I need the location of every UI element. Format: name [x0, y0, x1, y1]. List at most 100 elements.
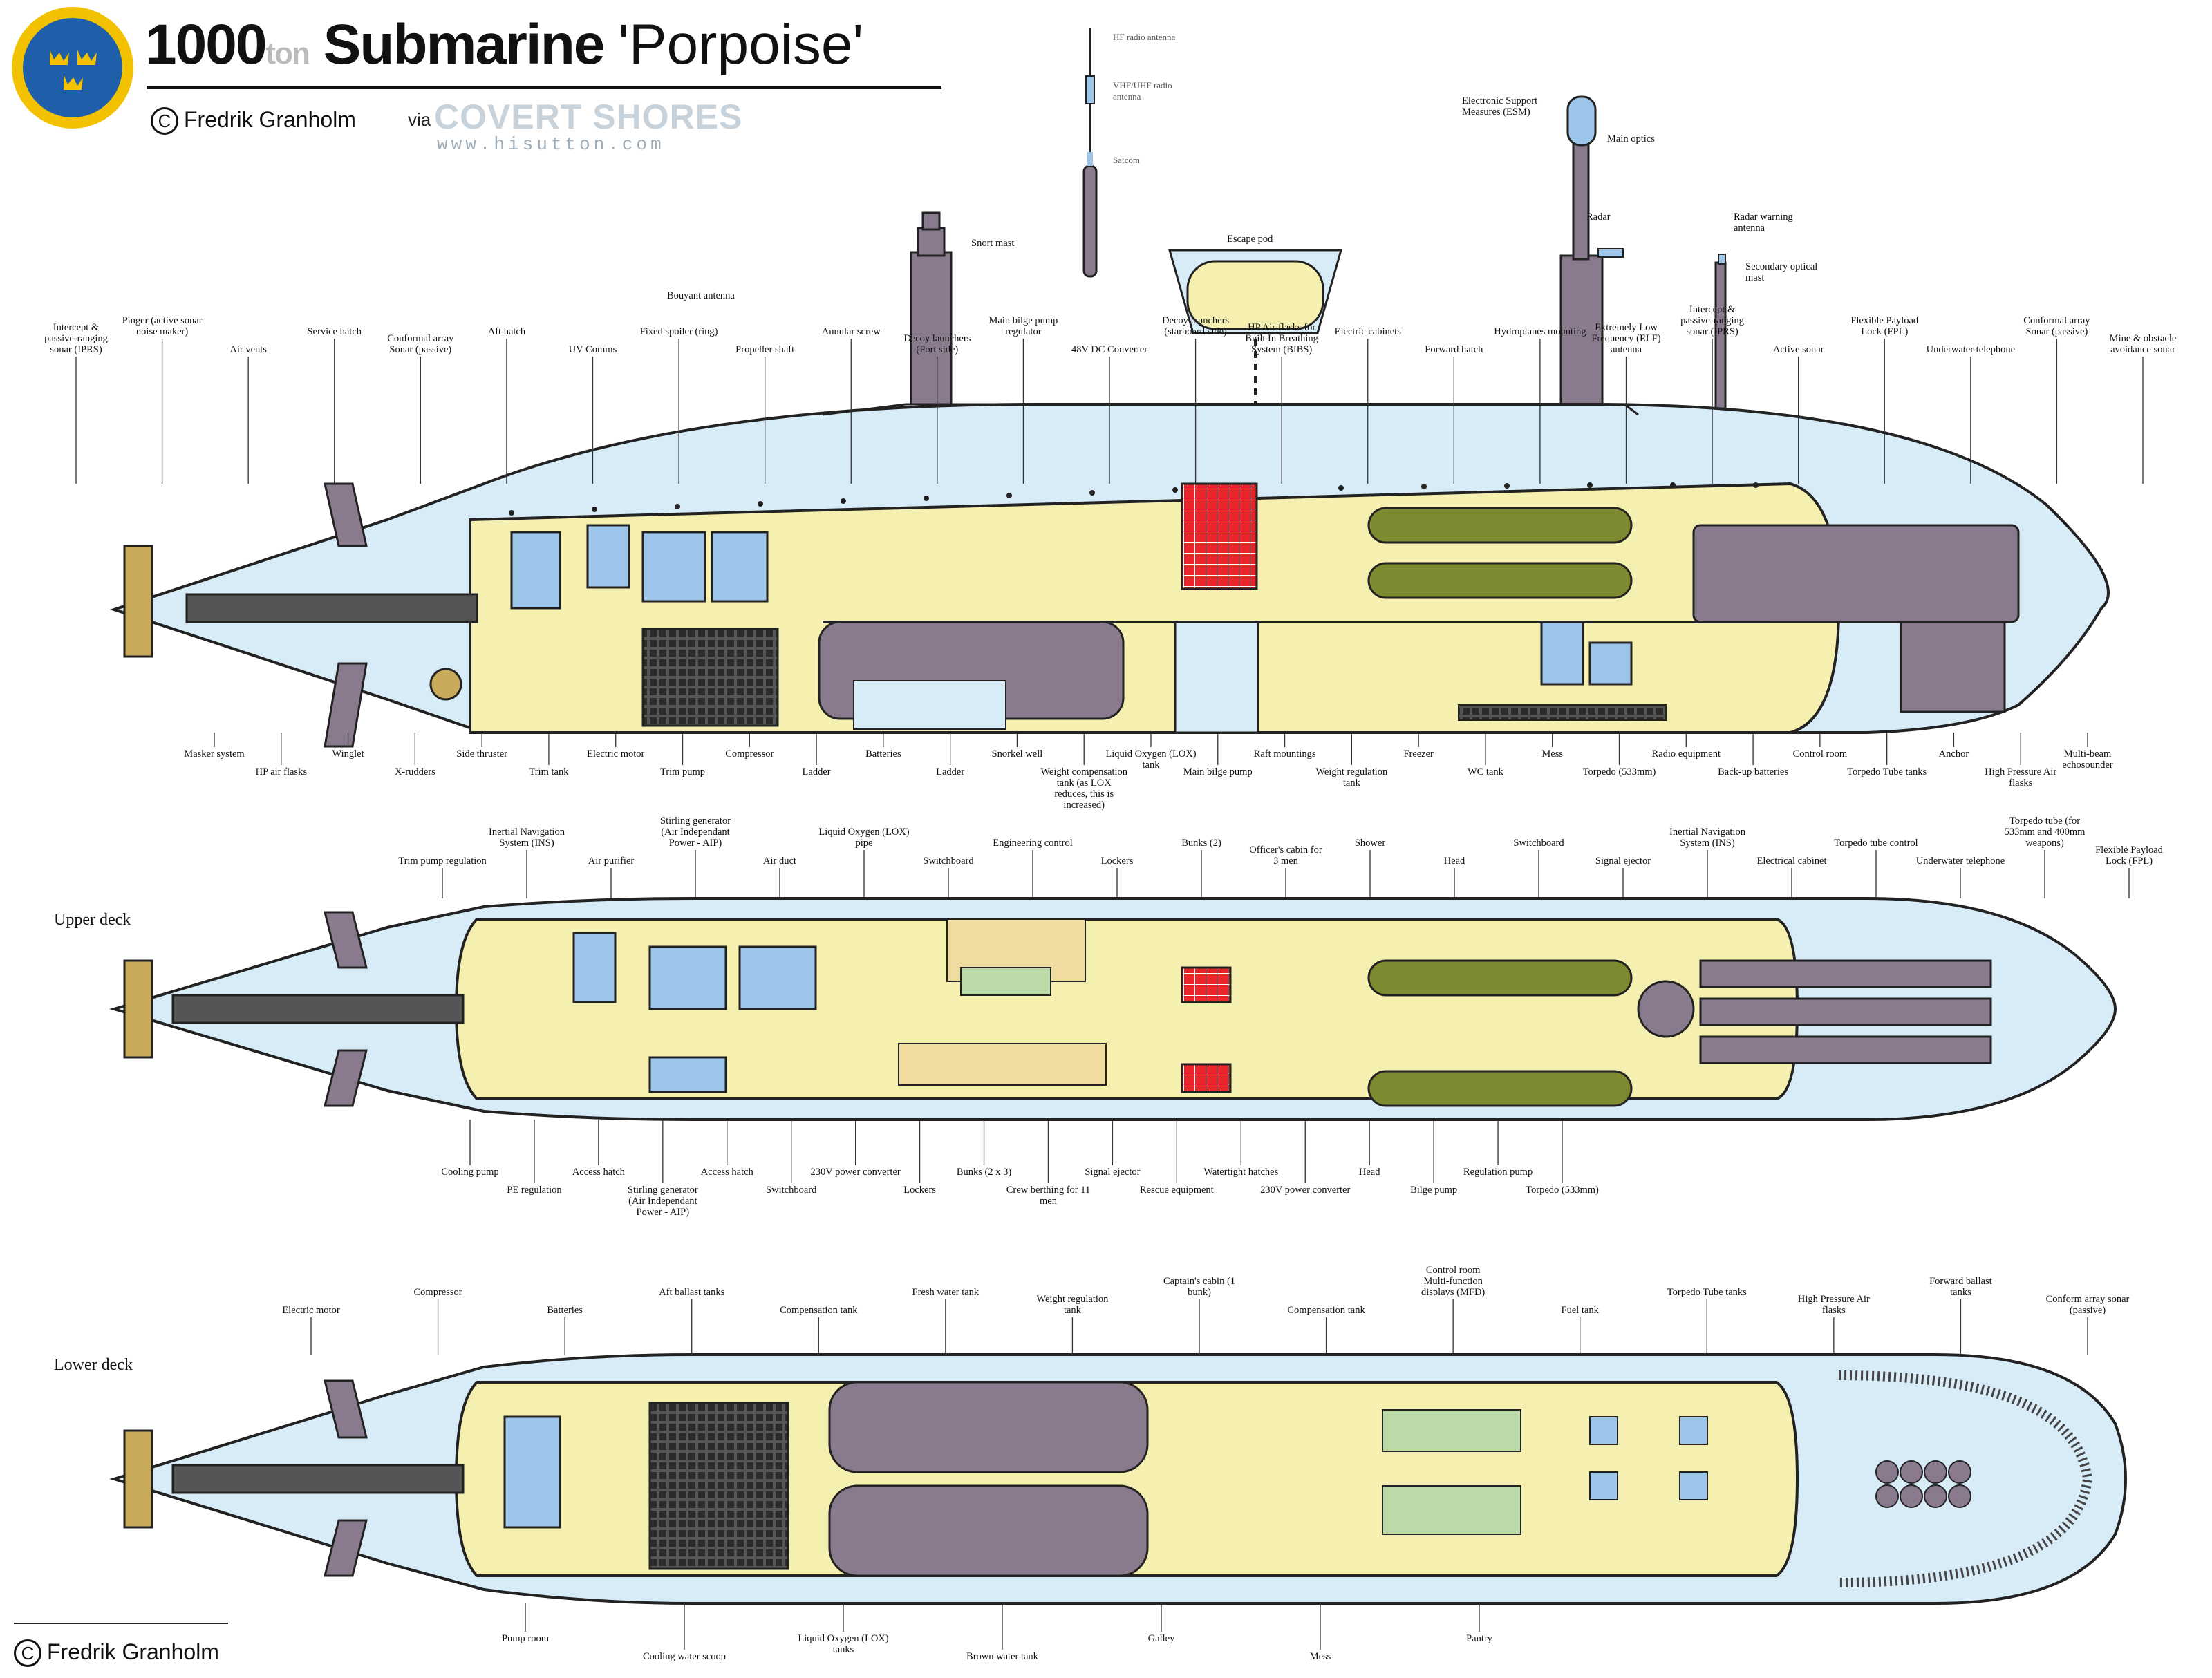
upper-top-label-12: Head — [1444, 856, 1465, 867]
side-bottom-label-7: Trim pump — [660, 766, 705, 777]
lower-top-label-0: Electric motor — [282, 1305, 340, 1316]
upper-top-label-2: Air purifier — [588, 856, 635, 867]
upper-top-label-4: Air duct — [763, 856, 796, 867]
upper-bottom-label-0: Cooling pump — [441, 1167, 498, 1178]
side-top-label-17: Hydroplanes mounting — [1494, 326, 1586, 337]
side-bottom-label-5: Trim tank — [529, 766, 569, 777]
footer-rule — [14, 1623, 228, 1624]
side-bottom-label-25: Torpedo Tube tanks — [1847, 766, 1927, 777]
side-bottom-label-11: Ladder — [936, 766, 964, 777]
upper-bottom-label-1: PE regulation — [507, 1185, 562, 1196]
upper-top-label-7: Engineering control — [993, 838, 1073, 849]
upper-bottom-label-4: Access hatch — [701, 1167, 754, 1178]
upper-deck-plan — [109, 897, 2117, 1121]
upper-bottom-label-7: Lockers — [903, 1185, 936, 1196]
upper-bottom-label-17: Torpedo (533mm) — [1526, 1185, 1599, 1196]
source-url: www.hisutton.com — [437, 134, 665, 155]
lower-bottom-label-4: Galley — [1148, 1633, 1175, 1644]
lower-bottom-label-3: Brown water tank — [966, 1651, 1039, 1662]
upper-bottom-label-8: Bunks (2 x 3) — [957, 1167, 1012, 1178]
side-bottom-label-4: Side thruster — [456, 748, 507, 760]
side-bottom-label-21: Torpedo (533mm) — [1583, 766, 1656, 777]
lower-bottom-label-1: Cooling water scoop — [643, 1651, 726, 1662]
author-name: Fredrik Granholm — [184, 107, 356, 132]
title-unit: ton — [265, 37, 310, 70]
side-bottom-label-23: Back-up batteries — [1718, 766, 1788, 777]
mast-label-5: Radar — [1586, 211, 1611, 223]
side-top-label-20: Active sonar — [1773, 344, 1824, 355]
mast-label-9: Escape pod — [1227, 234, 1273, 245]
lower-top-label-14: Conform array sonar(passive) — [2046, 1294, 2130, 1316]
upper-bottom-label-13: 230V power converter — [1260, 1185, 1350, 1196]
title-name: 'Porpoise' — [618, 13, 864, 76]
title-main: Submarine — [323, 13, 606, 76]
mast-label-8: Snort mast — [971, 238, 1014, 249]
lower-top-label-10: Fuel tank — [1562, 1305, 1600, 1316]
lower-bottom-label-6: Pantry — [1466, 1633, 1493, 1644]
lower-deck-label: Lower deck — [54, 1356, 133, 1374]
side-top-label-12: 48V DC Converter — [1071, 344, 1147, 355]
lower-top-label-2: Batteries — [547, 1305, 583, 1316]
side-top-label-13: Decoy launchers(starboard side) — [1162, 315, 1229, 337]
upper-bottom-label-6: 230V power converter — [811, 1167, 901, 1178]
side-top-label-5: Aft hatch — [488, 326, 526, 337]
side-top-label-22: Underwater telephone — [1927, 344, 2015, 355]
mast-label-4: Main optics — [1607, 133, 1655, 144]
side-top-label-2: Air vents — [229, 344, 267, 355]
side-top-label-6: UV Comms — [569, 344, 617, 355]
upper-top-label-5: Liquid Oxygen (LOX)pipe — [818, 827, 909, 849]
lower-deck-plan — [109, 1353, 2127, 1605]
side-bottom-label-14: Liquid Oxygen (LOX)tank — [1105, 748, 1196, 771]
upper-top-label-18: Underwater telephone — [1916, 856, 2005, 867]
lower-top-label-5: Fresh water tank — [912, 1287, 980, 1298]
side-bottom-label-8: Compressor — [725, 748, 774, 760]
upper-top-label-16: Electrical cabinet — [1756, 856, 1826, 867]
upper-top-label-8: Lockers — [1101, 856, 1134, 867]
side-bottom-label-10: Batteries — [865, 748, 901, 760]
swedish-crowns-logo — [12, 7, 133, 129]
side-bottom-label-0: Masker system — [184, 748, 245, 760]
side-bottom-label-12: Snorkel well — [992, 748, 1043, 760]
via-text: via — [408, 109, 431, 130]
side-top-label-9: Annular screw — [822, 326, 881, 337]
side-top-label-16: Forward hatch — [1425, 344, 1483, 355]
upper-bottom-label-14: Head — [1359, 1167, 1380, 1178]
side-bottom-label-15: Main bilge pump — [1183, 766, 1253, 777]
side-profile-view — [109, 28, 2110, 748]
upper-bottom-label-2: Access hatch — [572, 1167, 626, 1178]
upper-top-label-9: Bunks (2) — [1181, 838, 1221, 849]
mast-label-10: Bouyant antenna — [667, 290, 735, 301]
side-top-label-15: Electric cabinets — [1335, 326, 1402, 337]
upper-top-label-13: Switchboard — [1513, 838, 1564, 849]
side-bottom-label-26: Anchor — [1939, 748, 1969, 760]
side-bottom-label-9: Ladder — [803, 766, 831, 777]
side-bottom-label-1: HP air flasks — [256, 766, 308, 777]
side-bottom-label-18: Freezer — [1403, 748, 1434, 760]
upper-bottom-label-11: Rescue equipment — [1140, 1185, 1214, 1196]
lower-top-label-1: Compressor — [414, 1287, 462, 1298]
footer-author-name: Fredrik Granholm — [47, 1639, 219, 1664]
footer-copyright-symbol: C — [14, 1639, 41, 1667]
mast-label-2: Satcom — [1113, 155, 1140, 165]
side-bottom-label-22: Radio equipment — [1652, 748, 1721, 760]
side-bottom-label-19: WC tank — [1468, 766, 1504, 777]
upper-top-label-6: Switchboard — [923, 856, 974, 867]
